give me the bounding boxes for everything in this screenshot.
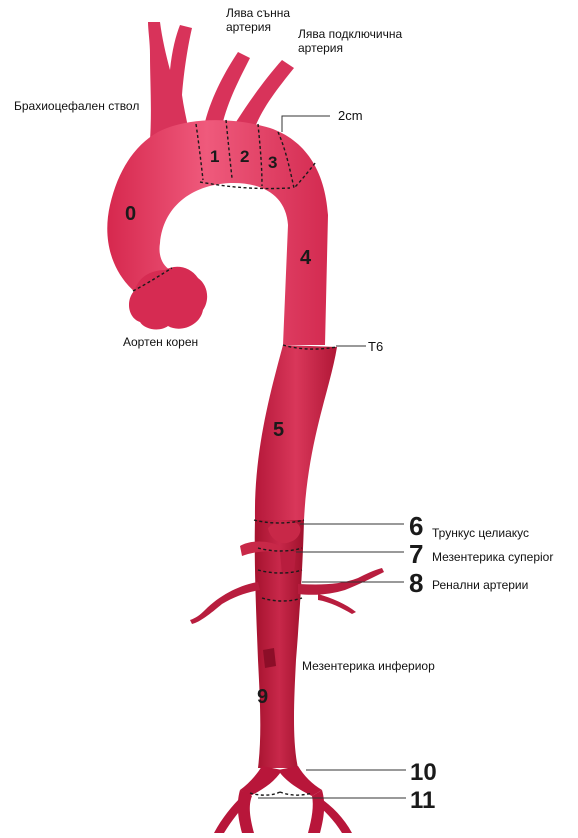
left-external-iliac bbox=[238, 790, 254, 833]
left-common-iliac bbox=[240, 766, 282, 796]
iliac-arteries bbox=[214, 766, 352, 833]
brachiocephalic-trunk bbox=[148, 22, 192, 140]
aortic-root-label: Аортен корен bbox=[123, 335, 198, 349]
renal-arteries-label: Ренални артерии bbox=[432, 578, 528, 592]
size-2cm-label: 2cm bbox=[338, 108, 363, 123]
zone-10-label: 10 bbox=[410, 759, 437, 786]
left-carotid-label-line2: артерия bbox=[226, 20, 271, 34]
zone-2-label: 2 bbox=[240, 147, 249, 166]
celiac-trunk-label: Трункус целиакус bbox=[432, 526, 529, 540]
superior-mesenteric-artery bbox=[280, 552, 296, 574]
zone-7-label: 7 bbox=[409, 539, 423, 569]
zone-1-label: 1 bbox=[210, 147, 219, 166]
left-carotid-label-line1: Лява сънна bbox=[226, 6, 290, 20]
inferior-mesenteric-artery bbox=[263, 648, 276, 668]
brachiocephalic-label: Брахиоцефален ствол bbox=[14, 99, 139, 113]
zone-0-label: 0 bbox=[125, 203, 136, 225]
ima-label: Мезентерика инфериор bbox=[302, 659, 435, 673]
left-subclavian-label-line1: Лява подключична bbox=[298, 27, 402, 41]
descending-thoracic-aorta bbox=[255, 345, 337, 520]
zone-4-label: 4 bbox=[300, 247, 312, 269]
right-external-iliac bbox=[308, 790, 324, 833]
sma-label: Мезентерика суперior bbox=[432, 550, 553, 564]
t6-label: T6 bbox=[368, 339, 383, 354]
right-renal-artery-lower bbox=[318, 594, 356, 614]
left-subclavian-label-line2: артерия bbox=[298, 41, 343, 55]
zone-11-label: 11 bbox=[410, 787, 435, 814]
right-renal-artery bbox=[298, 568, 384, 595]
abdominal-aorta bbox=[255, 520, 304, 768]
zone-6-label: 6 bbox=[409, 511, 423, 541]
zone-9-label: 9 bbox=[257, 686, 268, 708]
left-subclavian-artery bbox=[236, 60, 294, 130]
zone-8-label: 8 bbox=[409, 568, 423, 598]
zone-3-label: 3 bbox=[268, 153, 277, 172]
zone-5-label: 5 bbox=[273, 419, 284, 441]
left-renal-artery bbox=[190, 582, 260, 624]
